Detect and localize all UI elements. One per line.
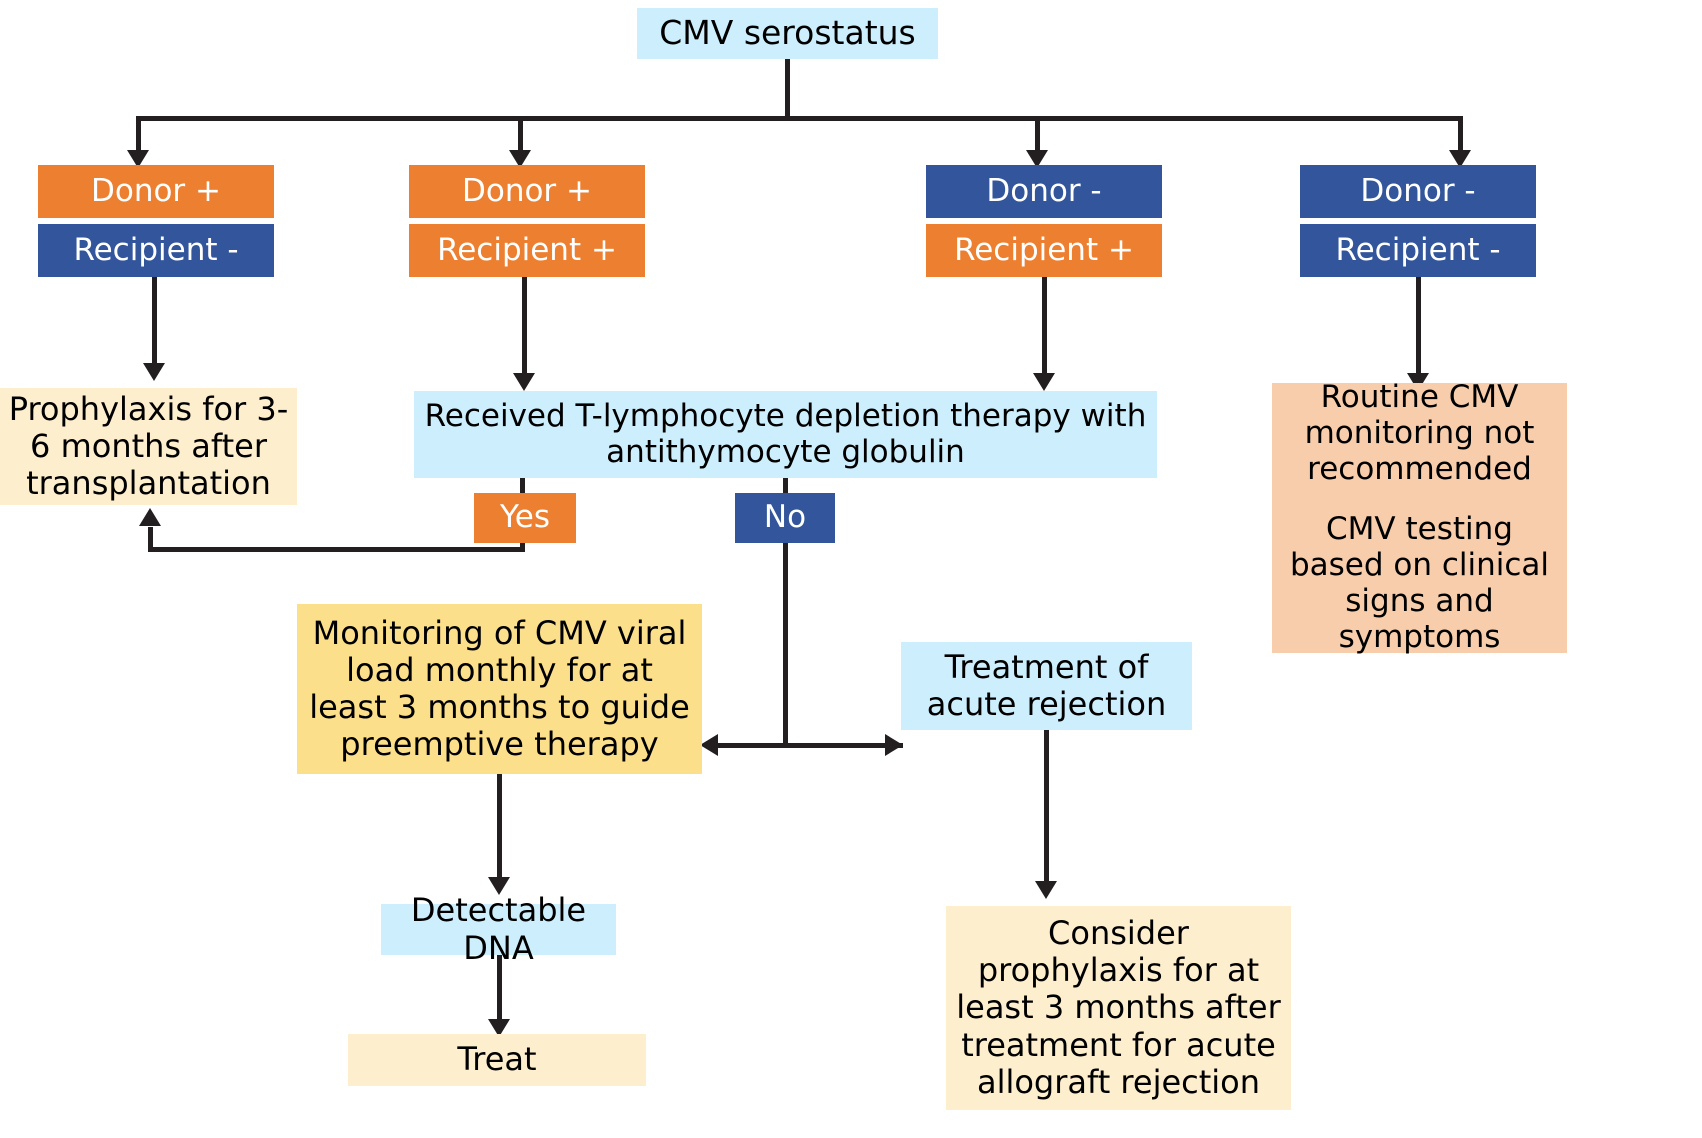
node-no-label: No bbox=[763, 499, 807, 536]
node-no-monitoring-group: Routine CMV monitoring not recommended C… bbox=[1272, 379, 1567, 655]
connector-branch-1-down bbox=[152, 277, 157, 367]
connector-leg-3 bbox=[1035, 116, 1040, 154]
node-branch-3-donor-label: Donor - bbox=[986, 172, 1102, 209]
connector-leg-1 bbox=[136, 116, 141, 154]
node-cmv-serostatus: CMV serostatus bbox=[637, 8, 938, 59]
connector-yes-stem bbox=[520, 478, 525, 493]
node-branch-4-donor-label: Donor - bbox=[1360, 172, 1476, 209]
node-branch-3-recipient-label: Recipient + bbox=[954, 231, 1134, 268]
node-branch-1-recipient-label: Recipient - bbox=[73, 231, 239, 268]
node-detectable-dna: Detectable DNA bbox=[381, 892, 616, 966]
node-tcell-question: Received T-lymphocyte depletion therapy … bbox=[414, 391, 1157, 478]
node-cmv-serostatus-label: CMV serostatus bbox=[659, 13, 916, 53]
connector-no-split-horizontal bbox=[718, 743, 903, 748]
node-treatment-rejection-label: Treatment of acute rejection bbox=[926, 647, 1167, 723]
node-yes-label: Yes bbox=[499, 499, 551, 536]
connector-distribution-bar bbox=[136, 116, 1463, 121]
arrowhead-branch-3-down bbox=[1033, 373, 1055, 391]
arrowhead-no-to-rejection bbox=[885, 734, 903, 756]
node-branch-4-donor: Donor - bbox=[1300, 165, 1536, 218]
node-branch-2-recipient: Recipient + bbox=[409, 224, 645, 277]
node-tcell-question-label: Received T-lymphocyte depletion therapy … bbox=[424, 397, 1147, 470]
arrowhead-branch-2-down bbox=[513, 373, 535, 391]
arrowhead-leg-1 bbox=[127, 150, 149, 168]
connector-no-down bbox=[783, 543, 788, 748]
arrowhead-branch-1-down bbox=[143, 363, 165, 381]
node-branch-2-donor: Donor + bbox=[409, 165, 645, 218]
node-branch-1-recipient: Recipient - bbox=[38, 224, 274, 277]
connector-branch-4-down bbox=[1416, 277, 1421, 377]
arrowhead-leg-2 bbox=[509, 150, 531, 168]
connector-yes-elbow-horizontal bbox=[148, 547, 525, 552]
connector-rejection-to-consider bbox=[1044, 730, 1049, 885]
connector-leg-2 bbox=[518, 116, 523, 154]
node-branch-3-recipient: Recipient + bbox=[926, 224, 1162, 277]
connector-branch-3-down bbox=[1042, 277, 1047, 377]
node-branch-1-donor: Donor + bbox=[38, 165, 274, 218]
arrowhead-no-to-monitoring bbox=[700, 734, 718, 756]
connector-yes-elbow-up bbox=[148, 527, 153, 549]
node-no: No bbox=[735, 493, 835, 543]
arrowhead-dna-to-treat bbox=[488, 1019, 510, 1037]
node-prophylaxis-label: Prophylaxis for 3-6 months after transpl… bbox=[8, 389, 289, 503]
node-treat: Treat bbox=[348, 1034, 646, 1086]
node-branch-4-recipient-label: Recipient - bbox=[1335, 231, 1501, 268]
node-branch-2-recipient-label: Recipient + bbox=[437, 231, 617, 268]
node-monitoring: Monitoring of CMV viral load monthly for… bbox=[297, 604, 702, 774]
connector-root-stem bbox=[785, 59, 790, 121]
connector-dna-to-treat bbox=[497, 955, 502, 1023]
node-branch-1-donor-label: Donor + bbox=[90, 172, 222, 209]
node-monitoring-label: Monitoring of CMV viral load monthly for… bbox=[309, 613, 690, 764]
node-no-monitoring-label: Routine CMV monitoring not recommended bbox=[1304, 379, 1535, 488]
arrowhead-monitoring-to-dna bbox=[488, 877, 510, 895]
node-branch-2-donor-label: Donor + bbox=[461, 172, 593, 209]
node-branch-3-donor: Donor - bbox=[926, 165, 1162, 218]
connector-branch-2-down bbox=[522, 277, 527, 377]
arrowhead-rejection-to-consider bbox=[1035, 881, 1057, 899]
node-consider-prophylaxis-label: Consider prophylaxis for at least 3 mont… bbox=[956, 914, 1281, 1101]
node-consider-prophylaxis: Consider prophylaxis for at least 3 mont… bbox=[946, 906, 1291, 1110]
connector-monitoring-to-dna bbox=[497, 774, 502, 881]
node-yes: Yes bbox=[474, 493, 576, 543]
node-prophylaxis: Prophylaxis for 3-6 months after transpl… bbox=[0, 388, 297, 505]
node-detectable-dna-label: Detectable DNA bbox=[410, 891, 587, 967]
arrowhead-leg-3 bbox=[1026, 150, 1048, 168]
node-branch-4-recipient: Recipient - bbox=[1300, 224, 1536, 277]
node-clinical-testing-label: CMV testing based on clinical signs and … bbox=[1289, 511, 1550, 655]
connector-leg-4 bbox=[1458, 116, 1463, 154]
arrowhead-yes-to-prophylaxis bbox=[139, 508, 161, 526]
node-treat-label: Treat bbox=[457, 1040, 537, 1079]
node-treatment-rejection: Treatment of acute rejection bbox=[901, 642, 1192, 730]
connector-no-stem bbox=[783, 478, 788, 493]
arrowhead-leg-4 bbox=[1449, 150, 1471, 168]
